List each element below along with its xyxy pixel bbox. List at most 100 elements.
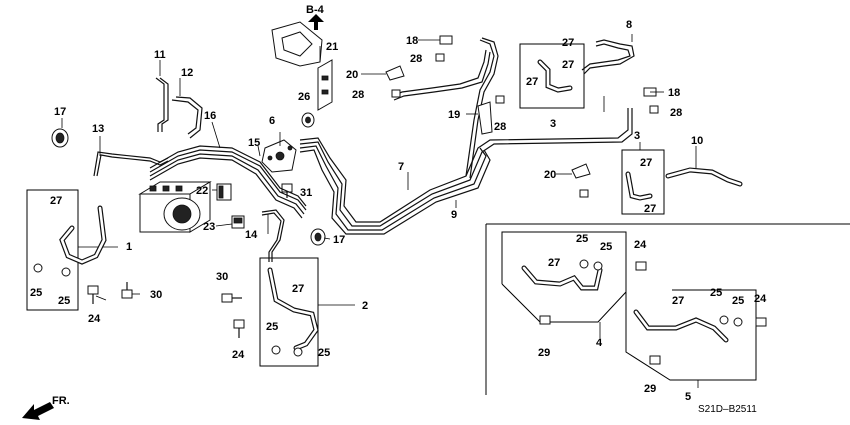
callout-23: 23 — [203, 221, 215, 233]
callout-27-d: 27 — [562, 59, 574, 71]
callout-6: 6 — [269, 115, 275, 127]
callout-22: 22 — [196, 185, 208, 197]
ref-arrow-stem — [314, 22, 318, 30]
bolt-24-rear — [635, 261, 647, 271]
bolt-24-left — [87, 285, 99, 304]
callout-3-right: 3 — [634, 130, 640, 142]
hose-assembly-3-right-frame — [621, 149, 665, 215]
callout-18-top: 18 — [406, 35, 418, 47]
front-direction-arrow: FR. — [22, 395, 70, 420]
callout-21: 21 — [326, 41, 338, 53]
proportioning-valve-6 — [261, 139, 297, 173]
callout-12: 12 — [181, 67, 193, 79]
clip-18-top — [439, 35, 453, 45]
callout-9: 9 — [451, 209, 457, 221]
callout-5: 5 — [685, 391, 691, 403]
grommet-26 — [301, 112, 315, 128]
callout-10: 10 — [691, 135, 703, 147]
brake-pipe-bundle-16 — [149, 145, 307, 219]
brake-pipe-bundle-7-9 — [299, 37, 633, 235]
callout-25-d: 25 — [318, 347, 330, 359]
callout-27-c: 27 — [526, 76, 538, 88]
callout-27-f: 27 — [644, 203, 656, 215]
callout-18-right: 18 — [668, 87, 680, 99]
bolt-24-center — [233, 319, 245, 338]
callout-24-center: 24 — [232, 349, 245, 361]
callout-27-e: 27 — [640, 157, 652, 169]
callout-2: 2 — [362, 300, 368, 312]
callout-28-a: 28 — [410, 53, 422, 65]
leader-lines — [61, 34, 699, 388]
callout-27-a: 27 — [50, 195, 62, 207]
brake-pipe-8 — [581, 39, 635, 75]
bolt-29-rear-right — [649, 355, 661, 365]
callout-27-i: 27 — [562, 37, 574, 49]
callout-30-a: 30 — [150, 289, 162, 301]
callout-13: 13 — [92, 123, 104, 135]
bolt-29-rear — [539, 315, 551, 325]
callout-24-left: 24 — [88, 313, 101, 325]
clip-20-right — [571, 163, 591, 179]
callout-31: 31 — [300, 187, 312, 199]
clip-19 — [477, 101, 493, 135]
callout-27-g: 27 — [548, 257, 560, 269]
callout-14: 14 — [245, 229, 258, 241]
grommet-17-left — [51, 128, 69, 148]
callout-11: 11 — [154, 49, 166, 61]
clip-23 — [231, 215, 245, 229]
callout-17-center: 17 — [333, 234, 345, 246]
callout-15: 15 — [248, 137, 260, 149]
brake-pipe-14 — [261, 209, 285, 262]
callout-24-rear: 24 — [634, 239, 647, 251]
callout-28-b: 28 — [352, 89, 364, 101]
callout-26: 26 — [298, 91, 310, 103]
callout-29-b: 29 — [644, 383, 656, 395]
callout-7: 7 — [398, 161, 404, 173]
callout-8: 8 — [626, 19, 632, 31]
brake-hose-2 — [267, 267, 319, 357]
brake-hose-3-top — [537, 59, 573, 93]
bolt-30-left — [121, 282, 133, 299]
brake-hose-1 — [33, 205, 107, 277]
callout-24-rear-right: 24 — [754, 293, 767, 305]
brake-hose-4 — [521, 259, 603, 291]
hose-assembly-4-frame-top — [501, 231, 627, 292]
callout-17-left: 17 — [54, 106, 66, 118]
callout-29-a: 29 — [538, 347, 550, 359]
callout-19: 19 — [448, 109, 460, 121]
callout-25-b: 25 — [58, 295, 70, 307]
callout-25-c: 25 — [266, 321, 278, 333]
callout-25-f: 25 — [600, 241, 612, 253]
brake-hose-5 — [633, 309, 743, 343]
bracket-22 — [216, 183, 232, 201]
bolt-24-rear-right — [755, 317, 767, 327]
grommet-17-center — [310, 228, 326, 246]
bracket-21 — [271, 21, 333, 111]
direction-label: FR. — [52, 395, 70, 407]
callout-20-right: 20 — [544, 169, 556, 181]
callout-20-top: 20 — [346, 69, 358, 81]
callout-27-h: 27 — [672, 295, 684, 307]
callout-25-a: 25 — [30, 287, 42, 299]
callout-30-b: 30 — [216, 271, 228, 283]
bolt-28-set — [391, 53, 659, 198]
callout-27-b: 27 — [292, 283, 304, 295]
hose-assembly-2-frame — [259, 257, 319, 367]
callout-1: 1 — [126, 241, 132, 253]
hose-assembly-1-frame — [26, 189, 79, 311]
catalog-code: S21D–B2511 — [698, 404, 757, 415]
reference-label: B-4 — [306, 4, 325, 16]
clip-20-top — [385, 65, 405, 81]
hose-assembly-4-frame-bottom — [501, 283, 627, 323]
hose-assembly-5-frame — [625, 289, 757, 381]
abs-modulator-unit — [138, 181, 212, 233]
brake-hose-10 — [665, 167, 743, 187]
callout-25-e: 25 — [576, 233, 588, 245]
callout-25-h: 25 — [732, 295, 744, 307]
callout-28-d: 28 — [670, 107, 682, 119]
brake-hose-3-right — [625, 171, 653, 201]
callout-3-top: 3 — [550, 118, 556, 130]
bolt-30-center — [221, 293, 242, 303]
ref-arrow-icon — [308, 14, 324, 22]
